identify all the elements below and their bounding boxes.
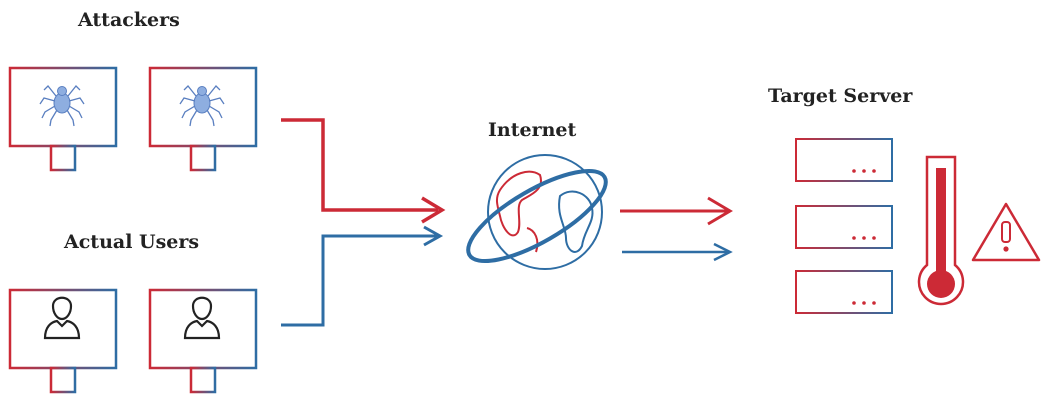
thermometer-icon [917,155,965,306]
attacker-monitor-1 [8,66,118,174]
server-rack-icon [795,138,893,314]
target-server-label: Target Server [768,85,913,107]
user-monitor-2 [148,288,258,396]
attackers-label: Attackers [78,9,180,31]
warning-triangle-icon [971,202,1041,262]
globe-icon [466,154,608,270]
user-traffic-to-server-arrow [622,242,733,262]
internet-label: Internet [488,119,577,141]
user-monitor-1 [8,288,118,396]
actual-users-label: Actual Users [64,231,200,253]
attack-traffic-to-server-arrow [620,196,733,226]
attack-traffic-arrow [281,118,446,224]
user-traffic-arrow [281,225,444,327]
attacker-monitor-2 [148,66,258,174]
